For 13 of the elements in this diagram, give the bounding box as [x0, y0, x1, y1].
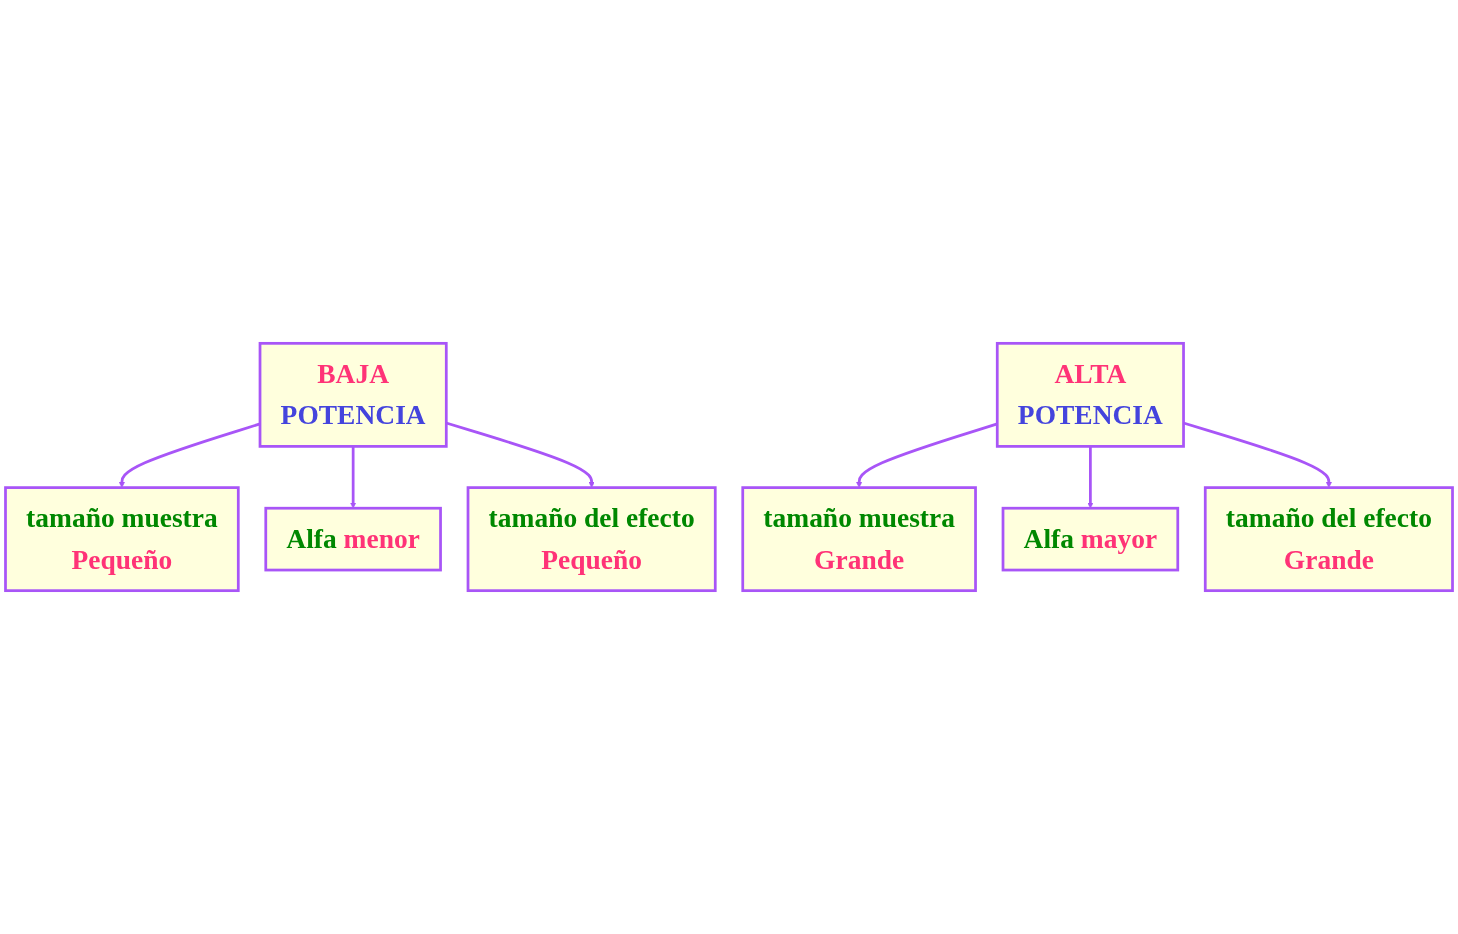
arrow	[856, 422, 998, 488]
arrow	[118, 422, 261, 488]
node-box: Alfa menor	[264, 506, 442, 572]
node-box: BAJA POTENCIA	[258, 341, 448, 448]
arrow	[1183, 421, 1332, 488]
node-box: tamaño del efecto Grande	[1203, 486, 1454, 593]
node-box: Alfa mayor	[1001, 506, 1180, 572]
node-box: tamaño muestra Pequeño	[4, 486, 240, 593]
arrow	[1087, 446, 1094, 509]
node-box: tamaño del efecto Pequeño	[466, 486, 717, 593]
node-box: tamaño muestra Grande	[741, 486, 977, 593]
node-box: ALTA POTENCIA	[995, 341, 1185, 448]
arrow	[350, 446, 357, 509]
